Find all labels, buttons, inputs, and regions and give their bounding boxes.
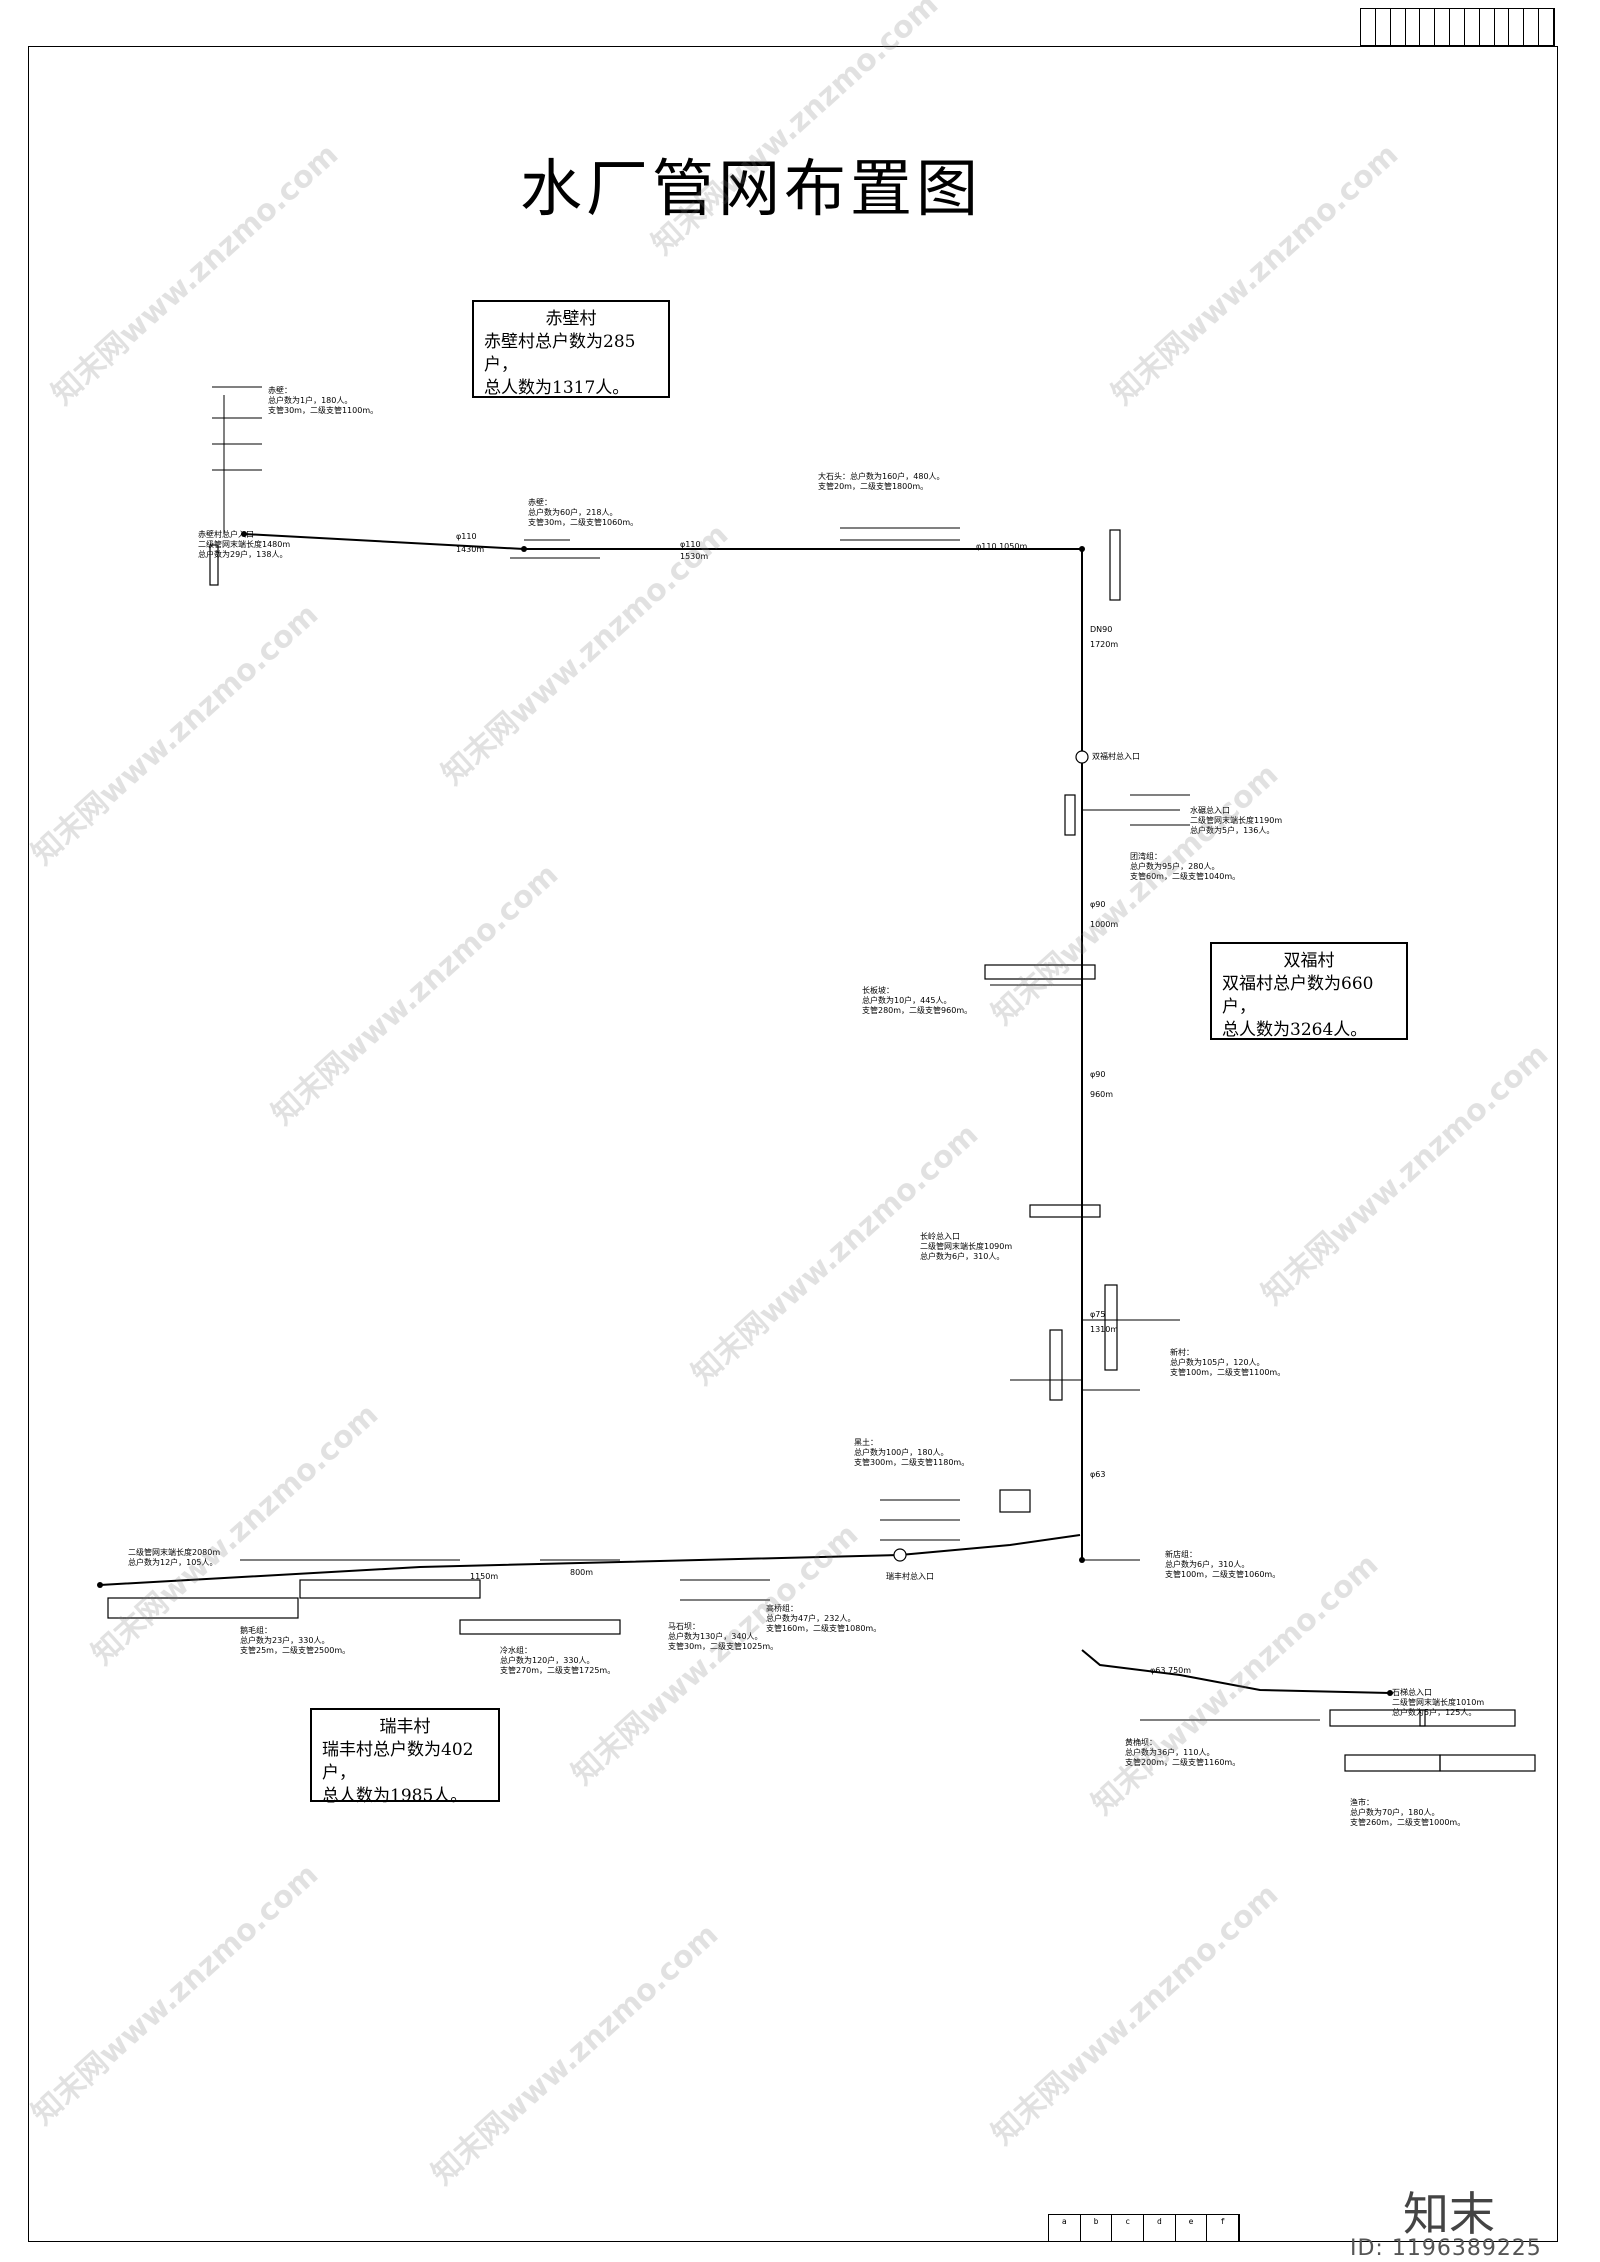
annotation-note: 鹅毛组：总户数为23户，330人。支管25m，二级支管2500m。 xyxy=(240,1626,351,1655)
village-box-ruifeng: 瑞丰村 瑞丰村总户数为402户， 总人数为1985人。 xyxy=(310,1708,500,1806)
annotation-note: 高桥组：总户数为47户，232人。支管160m，二级支管1080m。 xyxy=(766,1604,882,1633)
annotation-note: 瑞丰村总入口 xyxy=(886,1572,934,1581)
pipe-label: φ63 750m xyxy=(1150,1666,1192,1675)
drawing-title: 水厂管网布置图 xyxy=(520,152,983,225)
pipe-label: φ110 xyxy=(456,532,477,541)
annotation-note: 长板坡：总户数为10户，445人。支管280m，二级支管960m。 xyxy=(862,986,973,1015)
village-population: 总人数为3264人。 xyxy=(1222,1020,1368,1040)
annotation-note: 赤壁：总户数为60户，218人。支管30m，二级支管1060m。 xyxy=(528,498,639,527)
annotation-note: 大石头：总户数为160户，480人。支管20m，二级支管1800m。 xyxy=(818,472,945,491)
pipe-label: 960m xyxy=(1090,1090,1114,1099)
village-name: 赤壁村 xyxy=(545,309,597,329)
pipe-label: φ90 xyxy=(1090,1070,1106,1079)
pipe-label: 1150m xyxy=(470,1572,499,1581)
village-households: 赤壁村总户数为285户， xyxy=(484,332,636,375)
annotation-note: 双福村总入口 xyxy=(1092,752,1140,761)
village-box-shuangfu: 双福村 双福村总户数为660户， 总人数为3264人。 xyxy=(1210,942,1408,1040)
pipe-label: φ110 xyxy=(680,540,701,549)
pipe-label: φ63 xyxy=(1090,1470,1106,1479)
annotation-note: 马石坝：总户数为130户，340人。支管30m，二级支管1025m。 xyxy=(668,1622,779,1651)
village-population: 总人数为1985人。 xyxy=(322,1786,468,1806)
village-population: 总人数为1317人。 xyxy=(484,378,630,398)
main-pipe-chibi xyxy=(243,533,1083,1560)
village-households: 双福村总户数为660户， xyxy=(1222,974,1374,1017)
annotation-note: 黄桷坝：总户数为36户，110人。支管200m，二级支管1160m。 xyxy=(1125,1738,1241,1767)
pipe-label: 800m xyxy=(570,1568,594,1577)
village-box-chibi: 赤壁村 赤壁村总户数为285户， 总人数为1317人。 xyxy=(472,300,670,398)
village-name: 瑞丰村 xyxy=(379,1717,431,1737)
pipe-label: 1000m xyxy=(1090,920,1119,929)
branch-pipes xyxy=(212,386,1320,1721)
annotation-note: 新店组：总户数为6户，310人。支管100m，二级支管1060m。 xyxy=(1165,1550,1281,1579)
pipe-label: DN90 xyxy=(1090,625,1113,634)
annotation-note: 黑土：总户数为100户，180人。支管300m，二级支管1180m。 xyxy=(854,1438,970,1467)
annotation-note: 冷水组：总户数为120户，330人。支管270m，二级支管1725m。 xyxy=(500,1646,616,1675)
village-households: 瑞丰村总户数为402户， xyxy=(322,1740,474,1783)
pipe-label: φ75 xyxy=(1090,1310,1106,1319)
pipe-label: φ90 xyxy=(1090,900,1106,909)
house-blocks xyxy=(107,529,1536,1772)
pipe-label: 1530m xyxy=(680,552,709,561)
annotation-note: 团湾组：总户数为95户，280人。支管60m，二级支管1040m。 xyxy=(1130,852,1241,881)
pipe-label: 1720m xyxy=(1090,640,1119,649)
village-name: 双福村 xyxy=(1283,951,1335,971)
annotation-note: 新村：总户数为105户，120人。支管100m，二级支管1100m。 xyxy=(1170,1348,1286,1377)
title-block-top xyxy=(1360,8,1555,46)
pipe-label: 1430m xyxy=(456,545,485,554)
brand-logo: 知末 xyxy=(1403,2187,1495,2241)
annotation-note: 渔市：总户数为70户，180人。支管260m，二级支管1000m。 xyxy=(1350,1798,1466,1827)
main-pipe-shiti xyxy=(1081,1649,1391,1694)
title-block-bottom: a b c d e f xyxy=(1048,2214,1240,2242)
drawing-frame xyxy=(28,46,1558,2242)
annotation-note: 赤壁：总户数为1户，180人。支管30m，二级支管1100m。 xyxy=(268,386,379,415)
brand-id: ID: 1196389225 xyxy=(1350,2236,1542,2261)
junction-markers xyxy=(893,750,1089,1562)
pipe-label: φ110 1050m xyxy=(976,542,1028,551)
nodes xyxy=(97,531,1393,1696)
pipe-label: 1310m xyxy=(1090,1325,1119,1334)
